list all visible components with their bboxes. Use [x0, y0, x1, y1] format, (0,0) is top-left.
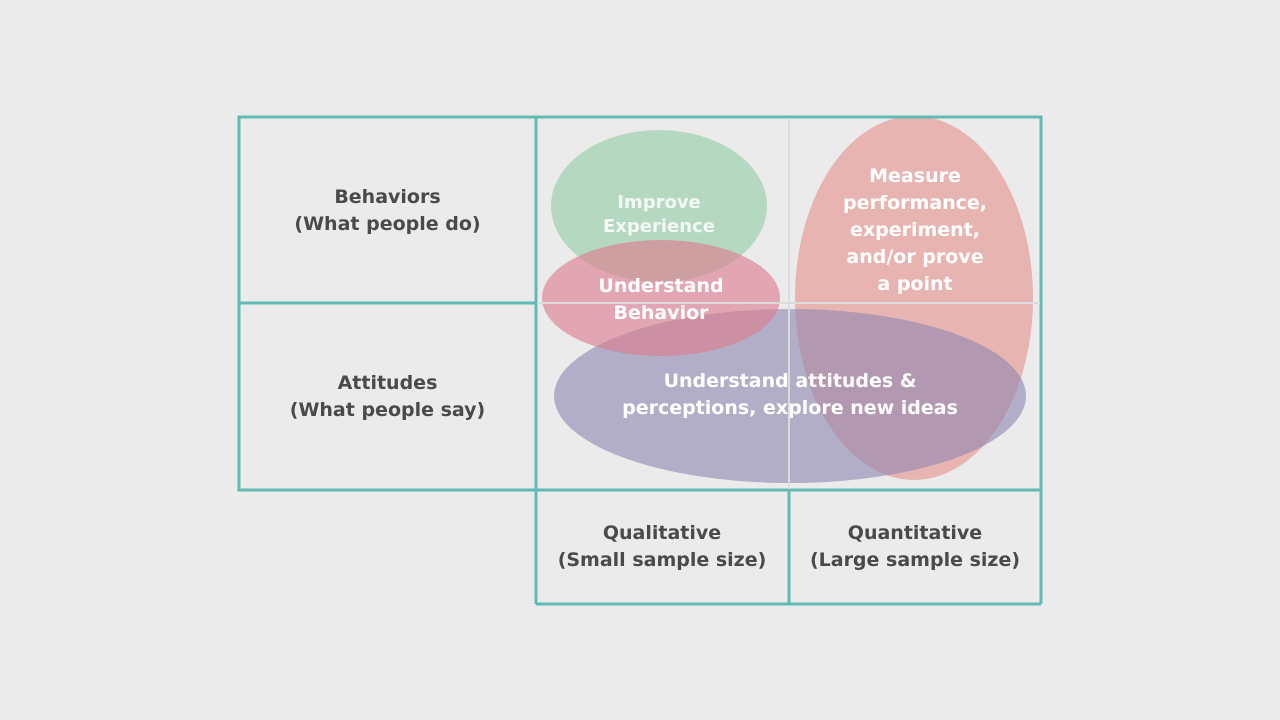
improve-line-1: Improve — [617, 192, 701, 213]
row-label-behaviors: Behaviors (What people do) — [240, 118, 535, 303]
col-label-qualitative-subtitle: (Small sample size) — [557, 549, 767, 571]
blob-improve-experience — [551, 130, 767, 282]
row-label-attitudes-subtitle: (What people say) — [289, 398, 486, 421]
attitudes-line-2: perceptions, explore new ideas — [622, 397, 958, 419]
measure-line-4: and/or prove — [846, 245, 984, 268]
col-label-qualitative: Qualitative (Small sample size) — [537, 491, 787, 603]
improve-line-2: Experience — [603, 216, 715, 237]
measure-line-1: Measure — [869, 164, 961, 187]
measure-line-3: experiment, — [849, 218, 981, 241]
behavior-line-1: Understand — [598, 275, 724, 297]
row-label-behaviors-subtitle: (What people do) — [294, 212, 481, 235]
blob-understand-behavior — [542, 240, 780, 356]
col-label-quantitative: Quantitative (Large sample size) — [790, 491, 1040, 603]
grid — [237, 115, 1043, 606]
col-label-qualitative-title: Qualitative — [602, 522, 722, 544]
blob-label-understand-attitudes: Understand attitudes & perceptions, expl… — [560, 352, 1020, 438]
behavior-line-2: Behavior — [613, 302, 709, 324]
col-label-quantitative-subtitle: (Large sample size) — [809, 549, 1021, 571]
measure-line-5: a point — [877, 272, 953, 295]
measure-line-2: performance, — [842, 191, 988, 214]
row-label-attitudes-title: Attitudes — [337, 371, 438, 394]
blob-label-measure-performance: Measure performance, experiment, and/or … — [800, 150, 1030, 310]
col-label-quantitative-title: Quantitative — [847, 522, 983, 544]
row-label-attitudes: Attitudes (What people say) — [240, 304, 535, 489]
row-label-behaviors-title: Behaviors — [334, 185, 441, 208]
blob-label-improve-experience: Improve Experience — [556, 160, 762, 270]
grid-faint — [537, 118, 1040, 489]
attitudes-line-1: Understand attitudes & — [663, 370, 917, 392]
blob-label-understand-behavior: Understand Behavior — [546, 262, 776, 338]
